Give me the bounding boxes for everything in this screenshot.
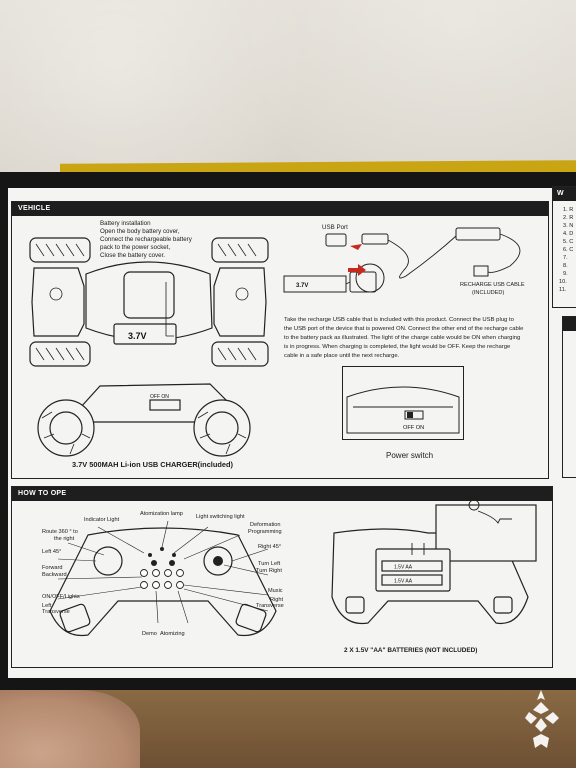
aa-cell-label-1: 1.5V AA	[394, 565, 413, 571]
label-route360: Route 360 ° to	[42, 529, 78, 535]
label-indicator-light: Indicator Light	[84, 517, 120, 523]
battery-step-1: Open the body battery cover,	[100, 228, 180, 235]
vehicle-section: VEHICLE Battery installation Open the bo…	[11, 201, 549, 479]
vehicle-header: VEHICLE	[12, 202, 548, 216]
label-forward: Forward	[42, 565, 63, 571]
side-num-6: 6. C	[563, 247, 574, 253]
label-atomization-lamp: Atomization lamp	[140, 511, 183, 517]
side-off-on-label: OFF ON	[150, 394, 169, 400]
side-panel-lower-header	[563, 317, 576, 331]
charging-line-2: the USB port of the device that is power…	[284, 326, 524, 332]
power-off-on-label: OFF ON	[403, 425, 424, 431]
battery-step-2: Connect the rechargeable battery	[100, 236, 192, 243]
side-num-11: 11.	[559, 287, 567, 293]
charger-caption: 3.7V 500MAH Li-ion USB CHARGER(included)	[72, 460, 233, 469]
label-music: Music	[268, 588, 283, 594]
label-the-right: the right	[54, 536, 75, 542]
label-left45: Left 45°	[42, 549, 62, 555]
label-right-transverse: Transverse	[256, 603, 284, 609]
label-right: Right	[270, 597, 284, 603]
label-demo: Demo	[142, 631, 157, 637]
usb-charging-diagram: 3.7V	[283, 227, 521, 293]
hand-holding-box	[0, 690, 140, 768]
power-switch-inset: OFF ON	[342, 366, 464, 440]
recharge-cable-label: RECHARGE USB CABLE	[460, 282, 525, 288]
battery-step-3: pack to the power socket,	[100, 244, 171, 251]
how-to-header: HOW TO OPE	[12, 487, 552, 501]
side-num-2: 2. R	[563, 215, 574, 221]
label-atomizing: Atomizing	[160, 631, 185, 637]
remote-controller-illustration	[49, 520, 277, 637]
label-backward: Backward	[42, 572, 67, 578]
label-left: Left	[42, 603, 52, 609]
label-programming: Programming	[248, 529, 282, 535]
side-num-8: 8.	[563, 263, 568, 269]
label-right45: Right 45°	[258, 544, 282, 550]
side-panel-header: W	[553, 187, 576, 201]
power-switch-diagram: OFF ON	[346, 386, 460, 434]
battery-pack-label: 3.7V	[128, 331, 147, 341]
side-num-3: 3. N	[563, 223, 574, 229]
battery-step-4: Close the battery cover.	[100, 252, 166, 259]
car-side-view-illustration: OFF ON	[37, 383, 251, 457]
usb-port-label: USB Port	[322, 224, 348, 231]
how-to-operate-section: HOW TO OPE Atomization lamp Indicator Li…	[11, 486, 553, 668]
side-panel-lower	[562, 316, 576, 478]
side-num-5: 5. C	[563, 239, 574, 245]
side-num-7: 7.	[563, 255, 568, 261]
aa-cell-label-2: 1.5V AA	[394, 579, 413, 585]
car-top-view-illustration: 3.7V	[29, 237, 269, 367]
label-deformation: Deformation	[250, 522, 281, 528]
remote-battery-compartment-illustration: 1.5V AA 1.5V AA	[331, 499, 537, 625]
side-num-9: 9.	[563, 271, 568, 277]
side-num-10: 10.	[559, 279, 567, 285]
charging-line-3: to the battery pack as illustrated. The …	[284, 335, 521, 341]
charging-line-5: cable in a safe place until the next rec…	[284, 353, 400, 359]
side-num-1: 1. R	[563, 207, 574, 213]
side-num-4: 4. D	[563, 231, 574, 237]
label-left-transverse: Transverse	[42, 609, 70, 615]
recharge-cable-note: (INCLUDED)	[472, 290, 505, 296]
charging-battery-label: 3.7V	[296, 283, 308, 289]
label-turn-left: Turn Left	[258, 561, 281, 567]
batteries-caption: 2 X 1.5V "AA" BATTERIES (NOT INCLUDED)	[344, 647, 478, 654]
side-instructions-panel: W 1. R 2. R 3. N 4. D 5. C 6. C 7. 8. 9.…	[552, 186, 576, 308]
battery-install-title: Battery installation	[100, 220, 151, 227]
label-light-switching: Light switching light	[196, 514, 245, 520]
charging-line-1: Take the recharge USB cable that is incl…	[284, 317, 514, 323]
watermark-logo	[525, 690, 559, 748]
charging-line-4: is in progress. When charging is complet…	[284, 344, 511, 350]
label-onoff-lights: ON/OFF/Lights	[42, 594, 80, 600]
label-turn-right: Turn Right	[256, 568, 282, 574]
power-switch-label: Power switch	[386, 451, 434, 460]
